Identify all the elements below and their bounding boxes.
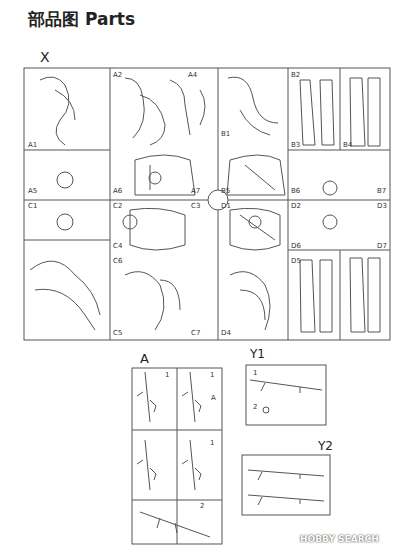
part-number: D4 [221,330,231,337]
part-number: A6 [113,188,122,195]
part-number: A4 [188,72,197,79]
part-number: B7 [377,188,386,195]
sprue-letter: A [140,352,149,365]
watermark: HOBBY SEARCH [300,535,379,544]
part-number: C7 [191,330,200,337]
part-number: 1 [210,372,214,379]
part-number: D2 [291,203,301,210]
part-number: D7 [377,243,387,250]
part-number: 2 [200,503,204,510]
part-number: A7 [191,188,200,195]
part-number: A1 [28,142,37,149]
sprue-letter: X [40,50,50,64]
part-number: 1 [165,372,169,379]
part-number: B1 [221,131,230,138]
part-number: D6 [291,243,301,250]
part-number: B3 [291,142,300,149]
part-number: A [211,395,216,402]
part-number: 1 [253,370,257,377]
part-number: D3 [377,203,387,210]
part-number: 2 [253,404,257,411]
part-number: C2 [113,203,122,210]
title: 部品图 Parts [28,8,135,31]
part-number: C1 [28,203,37,210]
part-number: C3 [191,203,200,210]
part-number: C4 [113,243,122,250]
part-number: A5 [28,188,37,195]
part-number: B2 [291,72,300,79]
sprue-letter: Y1 [250,348,265,360]
part-number: B4 [343,142,352,149]
part-number: D1 [221,203,231,210]
part-number: C5 [113,330,122,337]
part-number: 1 [210,440,214,447]
part-number: B6 [291,188,300,195]
part-number: B5 [221,188,230,195]
part-number: C6 [113,258,122,265]
sprue-letter: Y2 [318,440,333,452]
part-number: D5 [291,258,301,265]
part-number: A2 [113,72,122,79]
